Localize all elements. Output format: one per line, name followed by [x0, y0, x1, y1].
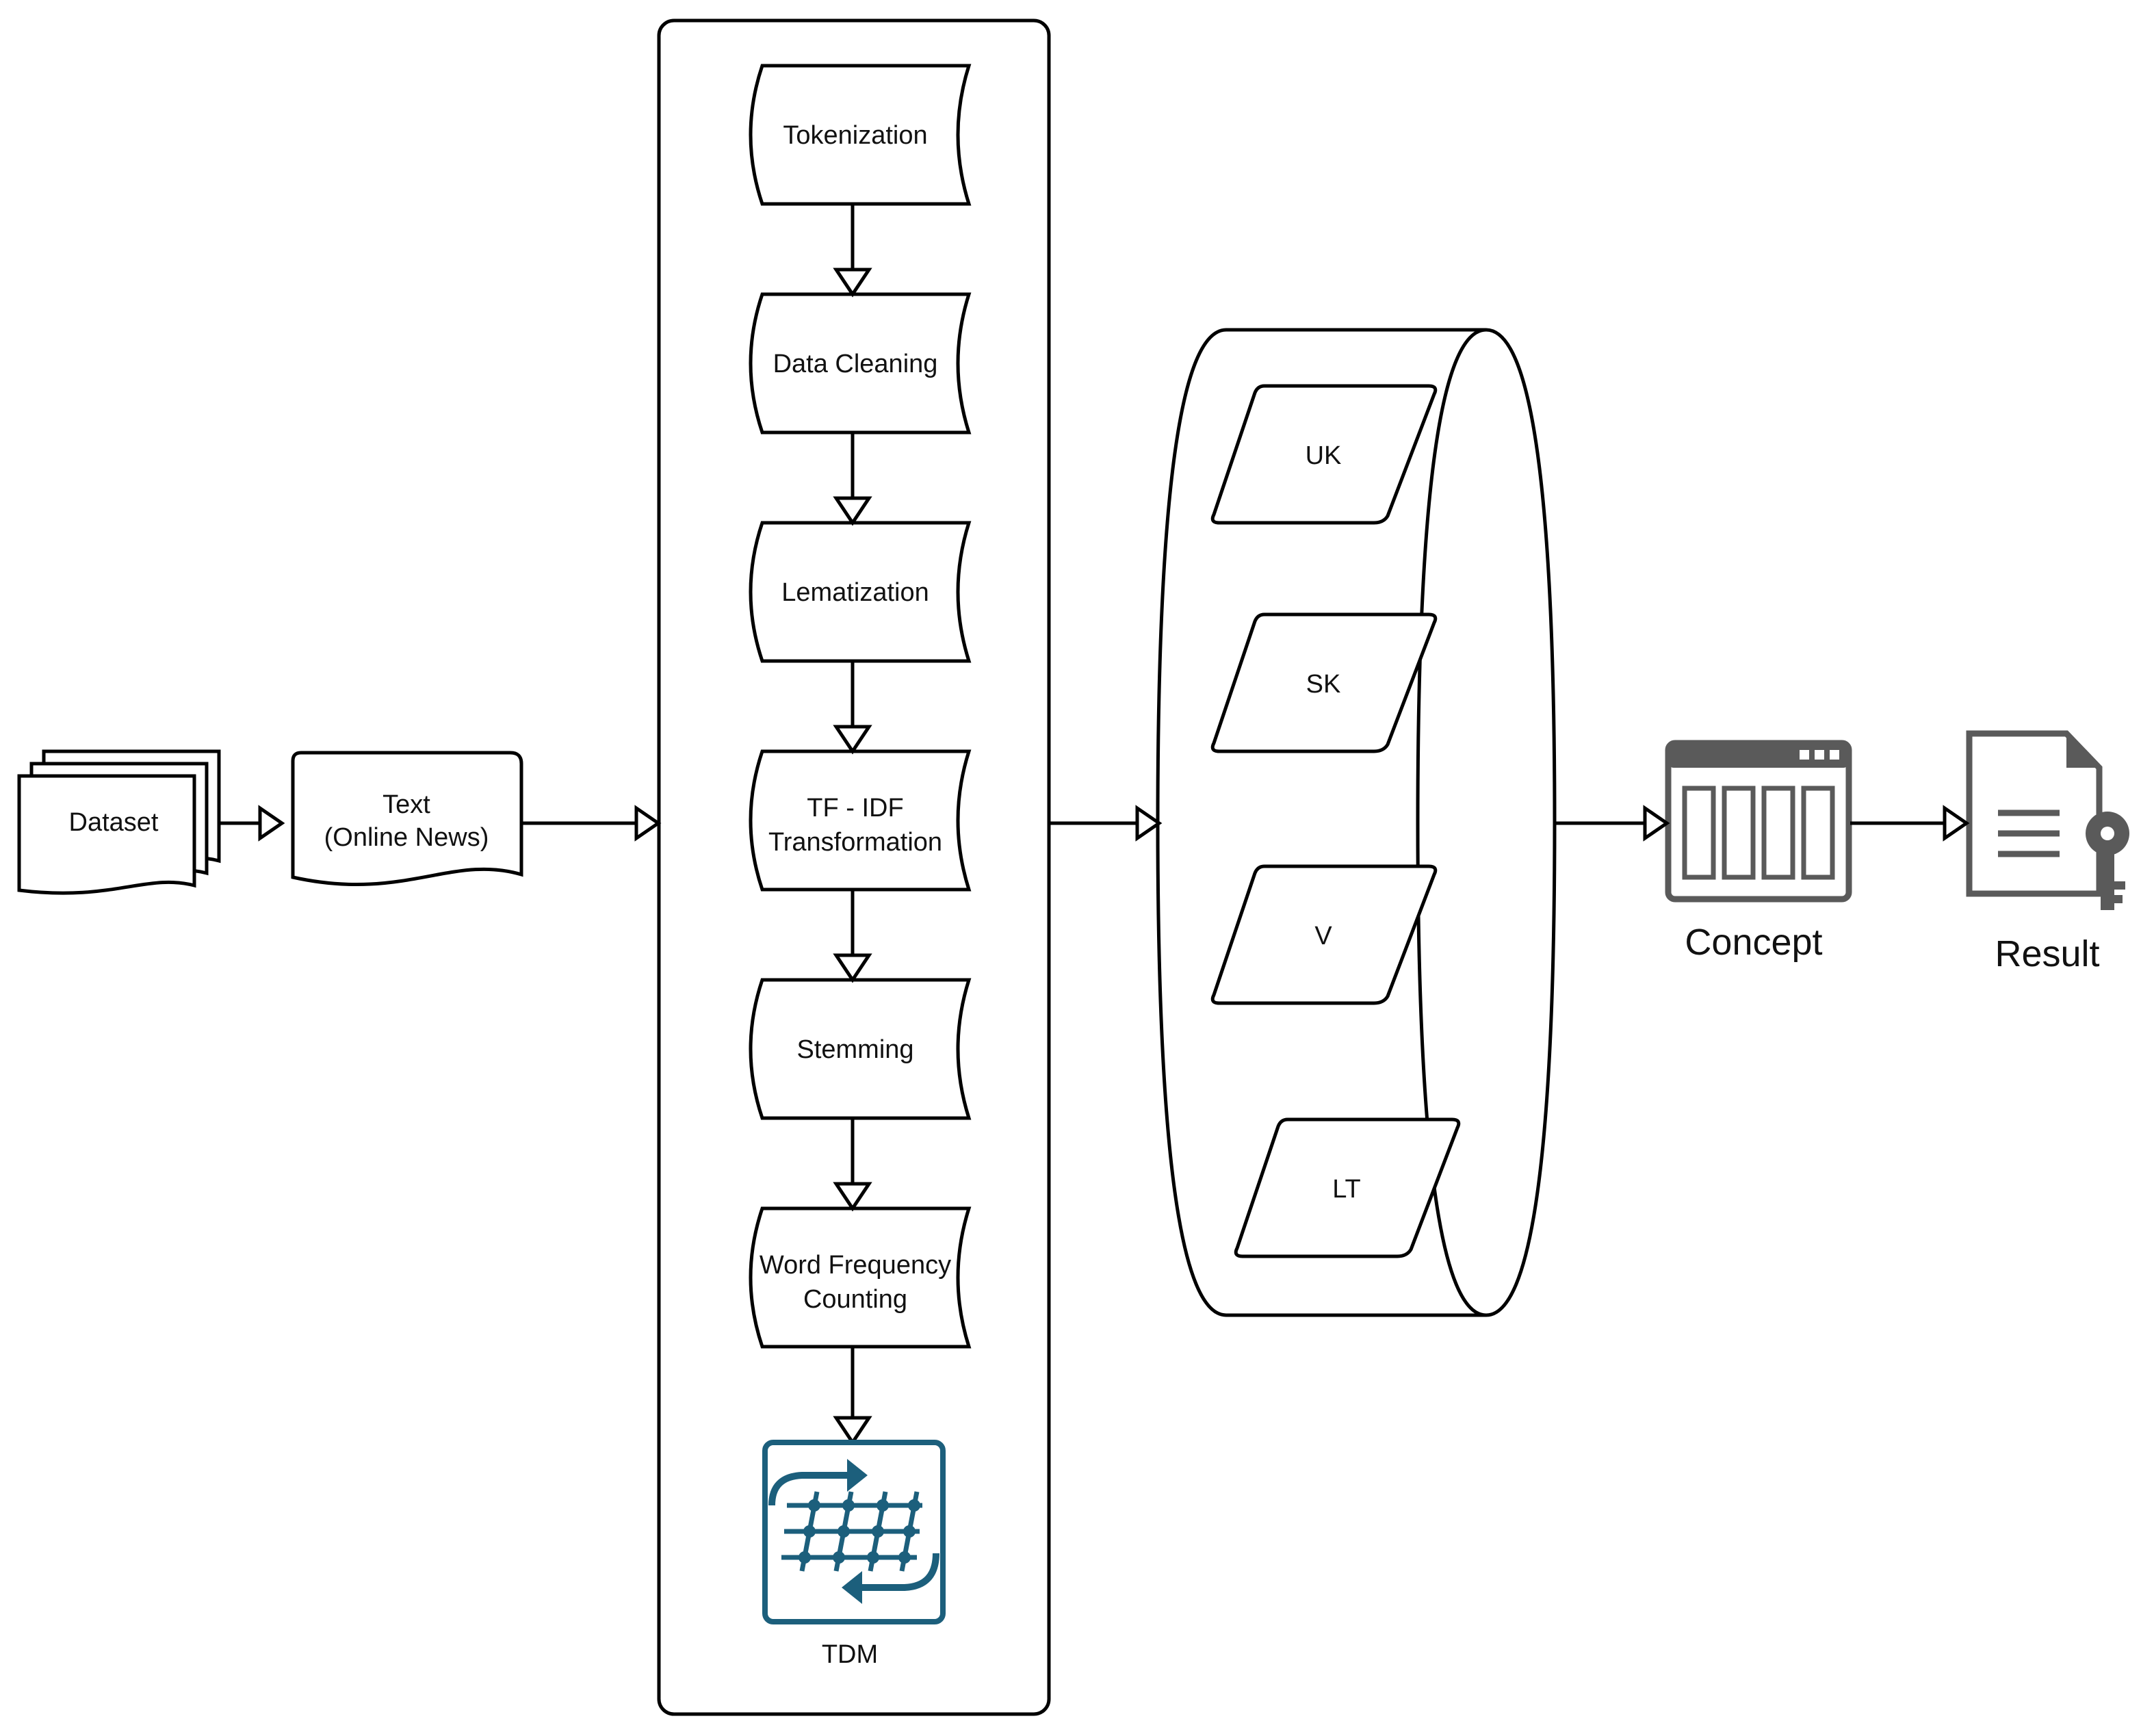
concept-label: Concept [1685, 922, 1822, 963]
edge-pipeline-to-categories [1049, 805, 1163, 842]
step-label-line2: Counting [803, 1285, 907, 1314]
text-label-line2: (Online News) [324, 823, 489, 852]
step-stemming: Stemming [749, 978, 972, 1120]
connector-tf-idf-transformation [833, 890, 872, 983]
category-cylinder [1156, 328, 1557, 1317]
category-label: LT [1332, 1175, 1361, 1204]
connector-word-frequency-counting [833, 1347, 872, 1446]
tdm-grid-icon [762, 1440, 946, 1624]
edge-dataset-to-text [219, 805, 285, 842]
tdm-label: TDM [822, 1640, 878, 1669]
category-items: UK SK V LT [1210, 384, 1461, 1258]
category-sk: SK [1210, 612, 1438, 753]
main-connectors [219, 805, 1970, 842]
step-lematization: Lematization [749, 521, 972, 663]
connector-lematization [833, 661, 872, 755]
pipeline-connectors [833, 204, 872, 1446]
step-data-cleaning: Data Cleaning [749, 292, 972, 435]
edge-text-to-pipeline [521, 805, 662, 842]
category-label: V [1314, 922, 1332, 950]
edge-categories-to-concept [1555, 805, 1670, 842]
result-label: Result [1995, 933, 2099, 974]
text-node: Text (Online News) [291, 751, 523, 887]
category-label: UK [1306, 441, 1342, 470]
step-label-line1: Stemming [796, 1035, 913, 1064]
connector-stemming [833, 1118, 872, 1212]
step-label-line1: Word Frequency [760, 1251, 951, 1280]
step-label-line1: Data Cleaning [773, 350, 938, 378]
dataset-label: Dataset [69, 808, 159, 837]
text-label-line1: Text [382, 790, 430, 819]
dataset-node: Dataset [17, 749, 221, 895]
connector-data-cleaning [833, 432, 872, 526]
edge-concept-to-result [1850, 805, 1970, 842]
step-label-line1: Lematization [781, 578, 929, 607]
category-lt: LT [1234, 1117, 1461, 1258]
category-label: SK [1306, 670, 1341, 699]
step-label-line1: Tokenization [783, 121, 927, 150]
category-v: V [1210, 864, 1438, 1005]
connector-tokenization [833, 204, 872, 298]
category-uk: UK [1210, 384, 1438, 525]
step-label-line1: TF - IDF [807, 794, 903, 822]
step-tokenization: Tokenization [749, 64, 972, 206]
step-tf-idf-transformation: TF - IDF Transformation [749, 749, 972, 892]
document-key-icon [1966, 730, 2129, 910]
window-columns-icon [1665, 740, 1852, 903]
step-label-line2: Transformation [768, 828, 942, 857]
